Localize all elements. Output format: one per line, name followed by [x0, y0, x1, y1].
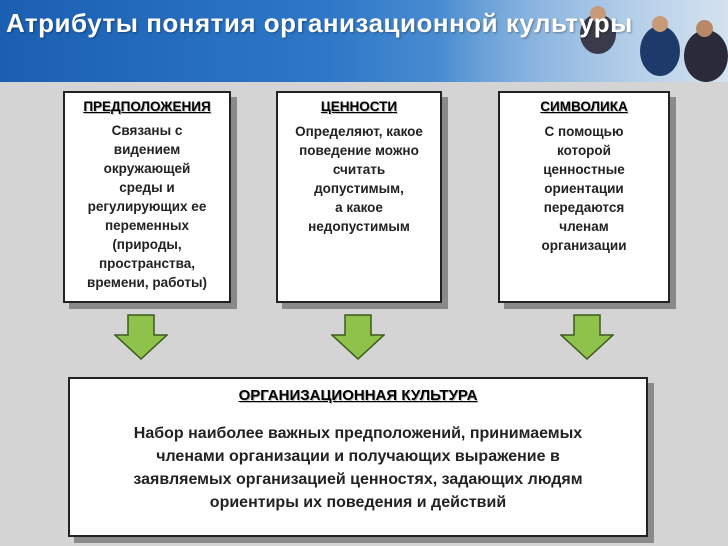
assumptions-heading: ПРЕДПОЛОЖЕНИЯ — [83, 99, 211, 114]
header-photo — [440, 0, 728, 82]
organizational-culture-definition: Набор наиболее важных предположений, при… — [133, 425, 583, 511]
symbolism-text: С помощью которой ценностные ориентации … — [541, 124, 627, 253]
arrow-down-icon — [331, 314, 385, 360]
symbolism-heading: СИМВОЛИКА — [540, 99, 628, 114]
assumptions-box: ПРЕДПОЛОЖЕНИЯ Связаны с видением окружаю… — [63, 91, 231, 303]
values-text: Определяют, какое поведение можно считат… — [295, 124, 423, 234]
assumptions-text: Связаны с видением окружающей среды и ре… — [87, 123, 207, 290]
header-banner: Атрибуты понятия организационной культур… — [0, 0, 728, 82]
arrow-down-icon — [114, 314, 168, 360]
page-title: Атрибуты понятия организационной культур… — [6, 8, 633, 38]
organizational-culture-box: ОРГАНИЗАЦИОННАЯ КУЛЬТУРА Набор наиболее … — [68, 377, 648, 537]
arrow-down-icon — [560, 314, 614, 360]
values-box: ЦЕННОСТИ Определяют, какое поведение мож… — [276, 91, 442, 303]
organizational-culture-heading: ОРГАНИЗАЦИОННАЯ КУЛЬТУРА — [238, 387, 478, 404]
symbolism-box: СИМВОЛИКА С помощью которой ценностные о… — [498, 91, 670, 303]
values-heading: ЦЕННОСТИ — [320, 99, 398, 114]
